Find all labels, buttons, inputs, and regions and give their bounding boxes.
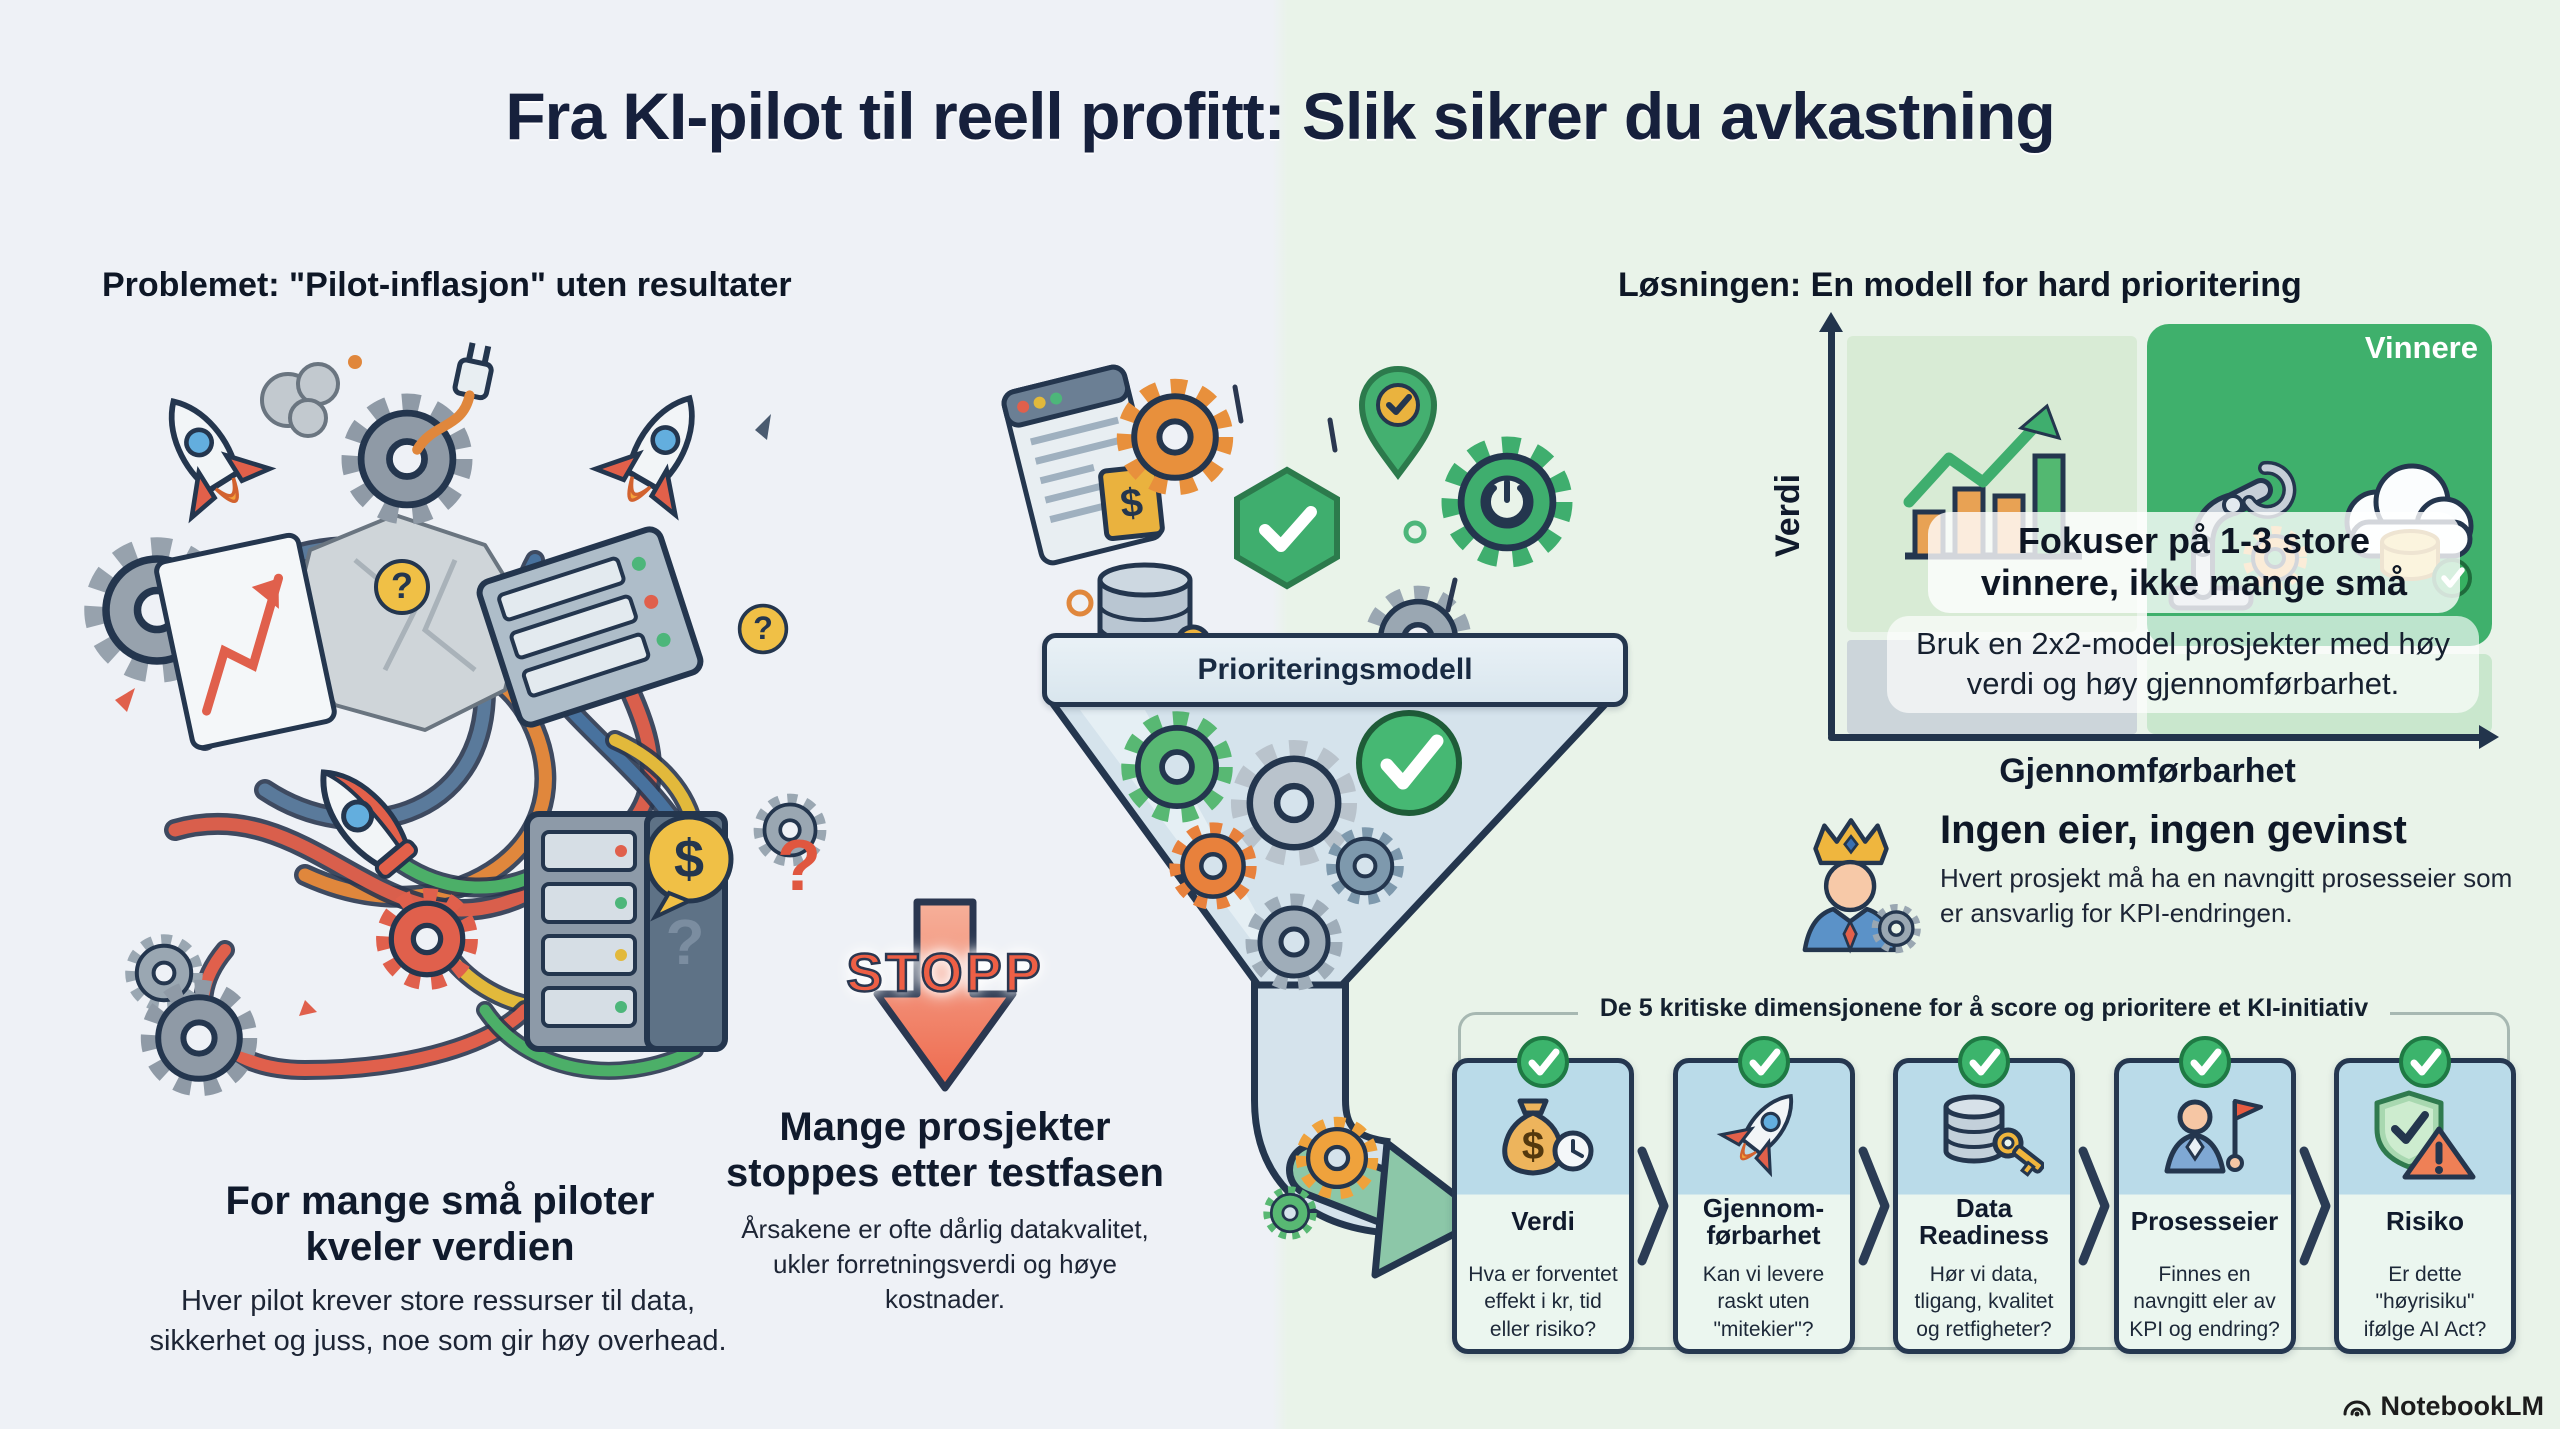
stop-label: STOPP xyxy=(845,942,1044,1005)
brand-badge: NotebookLM xyxy=(2341,1390,2544,1422)
chaos-illustration: ? $ ? xyxy=(55,342,855,1110)
card-title: Gjennom-førbarhet xyxy=(1702,1192,1825,1250)
dimension-cards: $ Verdi Hva er forventet effekt i kr, ti… xyxy=(1452,1058,2516,1354)
chevron-separator-icon xyxy=(2299,1146,2331,1266)
value-axis xyxy=(1819,312,1843,738)
owner-body: Hvert prosjekt må ha en navngitt prosess… xyxy=(1940,863,2513,929)
dimension-card-data-readiness: Data Readiness Hør vi data, tligang, kva… xyxy=(1893,1058,2075,1354)
crown-owner-icon xyxy=(1802,818,1921,954)
svg-text:?: ? xyxy=(665,906,704,978)
card-body: Finnes en navngitt eler av KPI og endrin… xyxy=(2129,1263,2280,1341)
plug-icon xyxy=(412,342,494,455)
card-body: Hva er forventet effekt i kr, tid eller … xyxy=(1468,1263,1618,1341)
crumpled-paper-icon xyxy=(288,513,527,732)
tangled-wires-icon xyxy=(164,536,708,1081)
dimension-card-risiko: Risiko Er dette "høyrisiku" ifølge AI Ac… xyxy=(2334,1058,2516,1354)
server-icon xyxy=(476,526,704,728)
check-circle-icon xyxy=(1738,1036,1790,1088)
money-bag-clock-icon: $ xyxy=(1502,1098,1594,1176)
stop-section: STOPP Mange prosjekter stoppes etter tes… xyxy=(710,898,1180,1317)
hexagon-check-icon xyxy=(1234,466,1340,590)
check-circle-icon xyxy=(1958,1036,2010,1088)
funnel-illustration: $ xyxy=(1001,364,1616,1279)
rocket-icon xyxy=(591,375,729,523)
funnel-label: Prioriteringsmodell xyxy=(1042,633,1628,707)
card-title: Verdi xyxy=(1511,1206,1575,1237)
dimensions-section: De 5 kritiske dimensjonene for å score o… xyxy=(1452,982,2516,1402)
smoke-cloud-icon xyxy=(260,362,340,438)
dimension-card-gjennomforbarhet: Gjennom-førbarhet Kan vi levere raskt ut… xyxy=(1672,1058,1855,1354)
stop-subheading: Mange prosjekter stoppes etter testfasen xyxy=(726,1105,1164,1195)
winners-label: Vinnere xyxy=(2364,330,2478,365)
card-title: Prosesseier xyxy=(2130,1206,2279,1237)
card-body: Er dette "høyrisiku" ifølge AI Act? xyxy=(2363,1263,2487,1341)
rocket-icon xyxy=(1714,1085,1817,1180)
dollar-bubble-icon: $ xyxy=(644,814,734,922)
database-key-icon xyxy=(1943,1094,2044,1177)
feasibility-axis xyxy=(1828,725,2499,749)
chevron-separator-icon xyxy=(1858,1146,1890,1266)
rocket-icon xyxy=(134,377,274,525)
card-body: Hør vi data, tligang, kvalitet og retfig… xyxy=(1914,1263,2054,1341)
gear-icon xyxy=(151,990,247,1086)
feasibility-axis-label: Gjennomførbarhet xyxy=(1999,752,2296,790)
matrix-focus-detail: Bruk en 2x2-model prosjekter med høy ver… xyxy=(1887,616,2479,713)
check-circle-icon xyxy=(2399,1036,2451,1088)
owner-heading: Ingen eier, ingen gevinst xyxy=(1940,808,2407,852)
check-circle-icon xyxy=(2179,1036,2231,1088)
card-title: Risiko xyxy=(2385,1206,2465,1237)
brand-name: NotebookLM xyxy=(2380,1390,2544,1421)
page-title: Fra KI-pilot til reell profitt: Slik sik… xyxy=(505,79,2055,154)
dimension-card-prosesseier: Prosesseier Finnes en navngitt eler av K… xyxy=(2113,1058,2296,1354)
matrix-focus-statement: Fokuser på 1-3 store vinnere, ikke mange… xyxy=(1928,512,2460,613)
check-circle-icon xyxy=(1356,710,1462,816)
question-icon xyxy=(374,559,430,615)
process-owner-flag-icon xyxy=(2164,1099,2263,1174)
question-icon: ? xyxy=(777,826,821,906)
flow-arrow-icon xyxy=(1371,1139,1489,1279)
svg-text:$: $ xyxy=(1522,1124,1544,1168)
stop-arrow-icon: STOPP xyxy=(710,898,1180,1096)
card-title: Data Readiness xyxy=(1918,1192,2050,1250)
chevron-separator-icon xyxy=(1637,1146,1669,1266)
owner-section: Ingen eier, ingen gevinst Hvert prosjekt… xyxy=(1780,806,2540,966)
crashed-rocket-icon xyxy=(320,769,418,879)
card-body: Kan vi levere raskt uten "mitekier"? xyxy=(1702,1263,1825,1341)
shield-warning-icon xyxy=(2374,1090,2476,1180)
stop-body: Årsakene er ofte dårlig datakvalitet, uk… xyxy=(741,1214,1149,1315)
power-gear-icon xyxy=(1453,448,1561,556)
value-axis-label: Verdi xyxy=(1769,473,1808,558)
problem-heading: Problemet: "Pilot-inflasjon" uten result… xyxy=(102,266,792,305)
svg-text:$: $ xyxy=(1118,480,1145,526)
gear-icon xyxy=(1127,389,1223,485)
gear-icon xyxy=(132,941,196,1005)
chevron-separator-icon xyxy=(2078,1146,2110,1266)
notebooklm-icon xyxy=(2343,1400,2371,1417)
dimensions-title: De 5 kritiske dimensjonene for å score o… xyxy=(1452,994,2516,1023)
debris-icon xyxy=(115,355,771,1016)
solution-heading: Løsningen: En modell for hard prioriteri… xyxy=(1618,266,2302,305)
question-icon xyxy=(737,603,789,655)
problem-body: Hver pilot krever store ressurser til da… xyxy=(149,1285,727,1358)
declining-chart-icon xyxy=(154,532,337,751)
gear-icon xyxy=(1268,1191,1312,1235)
check-circle-icon xyxy=(1517,1036,1569,1088)
sparkle-dots xyxy=(1066,384,1458,617)
priority-matrix: Vinnere xyxy=(1769,312,2500,796)
svg-text:$: $ xyxy=(674,829,704,889)
dimension-card-verdi: $ Verdi Hva er forventet effekt i kr, ti… xyxy=(1452,1058,1634,1354)
problem-subheading: For mange små piloter kveler verdien xyxy=(225,1179,655,1269)
pin-check-icon xyxy=(1358,366,1438,481)
gear-icon xyxy=(385,897,469,981)
